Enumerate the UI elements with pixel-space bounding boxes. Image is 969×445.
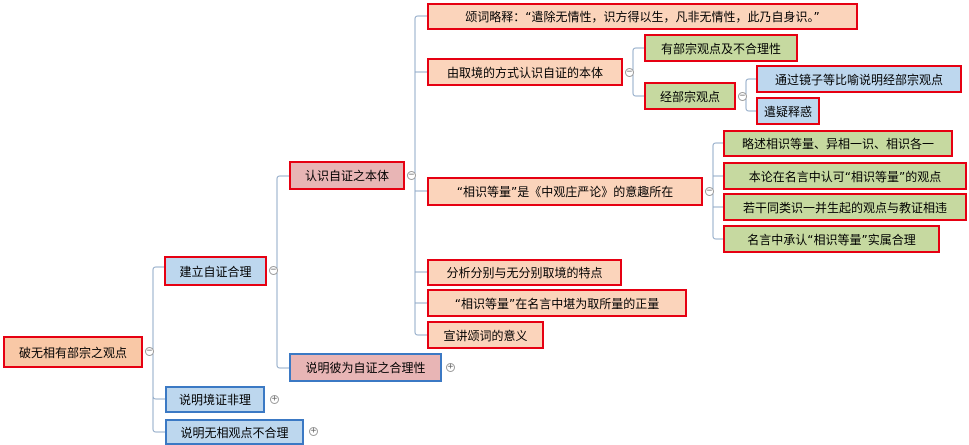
topic-verse-explanation[interactable]: 颂词略释：“遣除无情性，识方得以生，凡非无情性，此乃自身识。” xyxy=(427,3,858,30)
sub-label: 说明彼为自证之合理性 xyxy=(305,361,426,375)
topic-verse-meaning[interactable]: 宣讲颂词的意义 xyxy=(427,321,544,349)
leaf-mirror-analogy[interactable]: 通过镜子等比喻说明经部宗观点 xyxy=(756,65,962,93)
collapse-toggle-icon[interactable]: − xyxy=(145,346,154,356)
collapse-toggle-icon[interactable]: − xyxy=(407,170,416,180)
topic-conceptual-analysis[interactable]: 分析分别与无分别取境的特点 xyxy=(427,259,622,286)
leaf-label: 通过镜子等比喻说明经部宗观点 xyxy=(774,72,943,87)
sub-self-awareness-essence[interactable]: 认识自证之本体 xyxy=(289,161,405,190)
topic-label: 由取境的方式认识自证的本体 xyxy=(446,65,603,80)
branch-object-awareness[interactable]: 说明境证非理 xyxy=(165,386,265,413)
leaf-label: 遣疑释惑 xyxy=(763,104,812,119)
expand-toggle-icon[interactable]: + xyxy=(446,362,455,372)
sub-reasonableness[interactable]: 说明彼为自证之合理性 xyxy=(289,353,442,382)
topic-label: “相识等量”是《中观庄严论》的意趣所在 xyxy=(456,185,674,199)
collapse-toggle-icon[interactable]: − xyxy=(269,265,278,275)
topic-equal-aspects-intent[interactable]: “相识等量”是《中观庄严论》的意趣所在 xyxy=(427,177,703,206)
sub-label: 认识自证之本体 xyxy=(304,169,389,183)
detail-label: 名言中承认“相识等量”实属合理 xyxy=(747,232,916,247)
topic-label: 颂词略释：“遣除无情性，识方得以生，凡非无情性，此乃自身识。” xyxy=(465,10,820,24)
branch-label: 说明无相观点不合理 xyxy=(180,425,289,440)
detail-scripture-contradiction[interactable]: 若干同类识一并生起的观点与教证相违 xyxy=(723,193,967,221)
branch-label: 说明境证非理 xyxy=(178,393,251,407)
expand-toggle-icon[interactable]: + xyxy=(270,394,279,404)
detail-aspect-consciousness-summary[interactable]: 略述相识等量、异相一识、相识各一 xyxy=(723,130,953,157)
leaf-dispel-doubts[interactable]: 遣疑释惑 xyxy=(756,97,820,125)
detail-label: 略述相识等量、异相一识、相识各一 xyxy=(741,137,934,151)
topic-label: 分析分别与无分别取境的特点 xyxy=(446,266,603,280)
expand-toggle-icon[interactable]: + xyxy=(309,426,318,436)
topic-valid-cognition[interactable]: “相识等量”在名言中堪为取所量的正量 xyxy=(427,289,687,317)
branch-label: 建立自证合理 xyxy=(179,264,252,279)
detail-conventional-reasonable[interactable]: 名言中承认“相识等量”实属合理 xyxy=(723,225,940,253)
collapse-toggle-icon[interactable]: − xyxy=(738,91,747,101)
detail-vaibhashika-view[interactable]: 有部宗观点及不合理性 xyxy=(644,34,798,62)
detail-label: 本论在名言中认可“相识等量”的观点 xyxy=(748,169,942,184)
detail-sautrantika-view[interactable]: 经部宗观点 xyxy=(644,82,736,110)
branch-establish-self-awareness[interactable]: 建立自证合理 xyxy=(164,256,267,286)
topic-object-apprehension[interactable]: 由取境的方式认识自证的本体 xyxy=(427,58,623,86)
topic-label: 宣讲颂词的意义 xyxy=(443,328,528,343)
root-label: 破无相有部宗之观点 xyxy=(18,345,127,360)
topic-label: “相识等量”在名言中堪为取所量的正量 xyxy=(454,296,660,311)
detail-label: 若干同类识一并生起的观点与教证相违 xyxy=(742,200,947,215)
collapse-toggle-icon[interactable]: − xyxy=(625,67,634,77)
branch-no-aspect-view[interactable]: 说明无相观点不合理 xyxy=(165,419,304,445)
detail-conventional-acceptance[interactable]: 本论在名言中认可“相识等量”的观点 xyxy=(723,162,967,190)
collapse-toggle-icon[interactable]: − xyxy=(705,186,714,196)
root-node[interactable]: 破无相有部宗之观点 xyxy=(3,336,143,368)
detail-label: 经部宗观点 xyxy=(659,89,720,104)
detail-label: 有部宗观点及不合理性 xyxy=(660,41,781,56)
